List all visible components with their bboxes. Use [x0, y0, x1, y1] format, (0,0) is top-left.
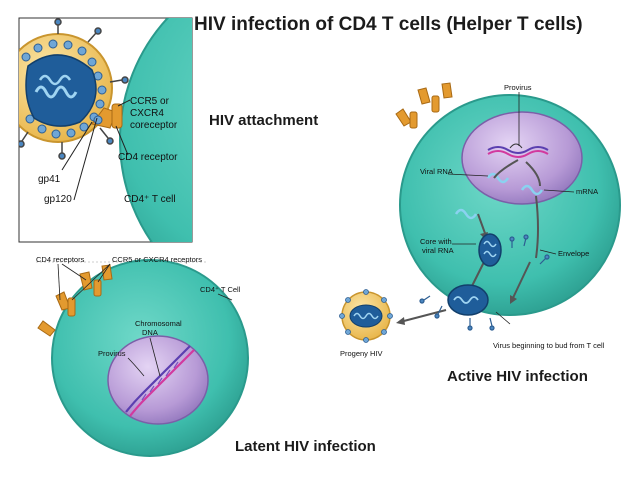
label-core-viral-rna: viral RNA — [422, 246, 454, 255]
page-title: HIV infection of CD4 T cells (Helper T c… — [194, 14, 583, 35]
active-receptors — [395, 82, 453, 129]
label-active-provirus: Provirus — [504, 83, 532, 92]
label-core-with: Core with — [420, 237, 452, 246]
label-viral-rna: Viral RNA — [420, 167, 453, 176]
label-cd4-receptor: CD4 receptor — [118, 152, 178, 163]
label-latent-cell: CD4⁺ T Cell — [200, 285, 241, 294]
viral-core — [478, 233, 502, 267]
label-cd4-t-cell: CD4⁺ T cell — [124, 194, 176, 205]
label-mrna: mRNA — [576, 187, 598, 196]
caption-active-infection: Active HIV infection — [447, 368, 588, 385]
active-panel: Provirus Viral RNA mRNA Core with viral … — [339, 82, 621, 358]
label-ccr5-cxcr4-receptors: CCR5 or CXCR4 receptors — [112, 255, 202, 264]
mrna-strand — [520, 184, 544, 196]
viral-rna-strand — [486, 172, 510, 184]
progeny-hiv — [339, 289, 393, 343]
latent-chromosomal-dna — [125, 345, 195, 417]
label-cxcr4: CXCR4 — [130, 108, 164, 119]
label-chromosomal: Chromosomal — [135, 319, 182, 328]
label-latent-provirus: Provirus — [98, 349, 126, 358]
attachment-panel: CCR5 or CXCR4 coreceptor CD4 receptor gp… — [18, 17, 193, 243]
label-progeny-hiv: Progeny HIV — [340, 349, 383, 358]
budding-virus — [447, 284, 489, 316]
cytoplasm-rna — [454, 208, 478, 220]
latent-panel: CD4 receptors CCR5 or CXCR4 receptors CD… — [36, 255, 249, 457]
label-envelope: Envelope — [558, 249, 589, 258]
caption-latent-infection: Latent HIV infection — [235, 438, 376, 455]
active-nucleus — [461, 111, 583, 205]
active-provirus-dna — [487, 143, 549, 158]
caption-hiv-attachment: HIV attachment — [209, 112, 319, 129]
label-dna: DNA — [142, 328, 158, 337]
label-ccr5-or: CCR5 or — [130, 96, 170, 107]
label-gp120: gp120 — [44, 194, 72, 205]
hiv-virion — [19, 18, 129, 160]
envelope-proteins — [509, 234, 550, 265]
t-cell-membrane — [119, 18, 192, 242]
latent-receptors — [37, 264, 113, 337]
label-gp41: gp41 — [38, 174, 61, 185]
label-cd4-receptors: CD4 receptors — [36, 255, 85, 264]
label-coreceptor: coreceptor — [130, 120, 178, 131]
label-virus-budding: Virus beginning to bud from T cell — [493, 341, 605, 350]
